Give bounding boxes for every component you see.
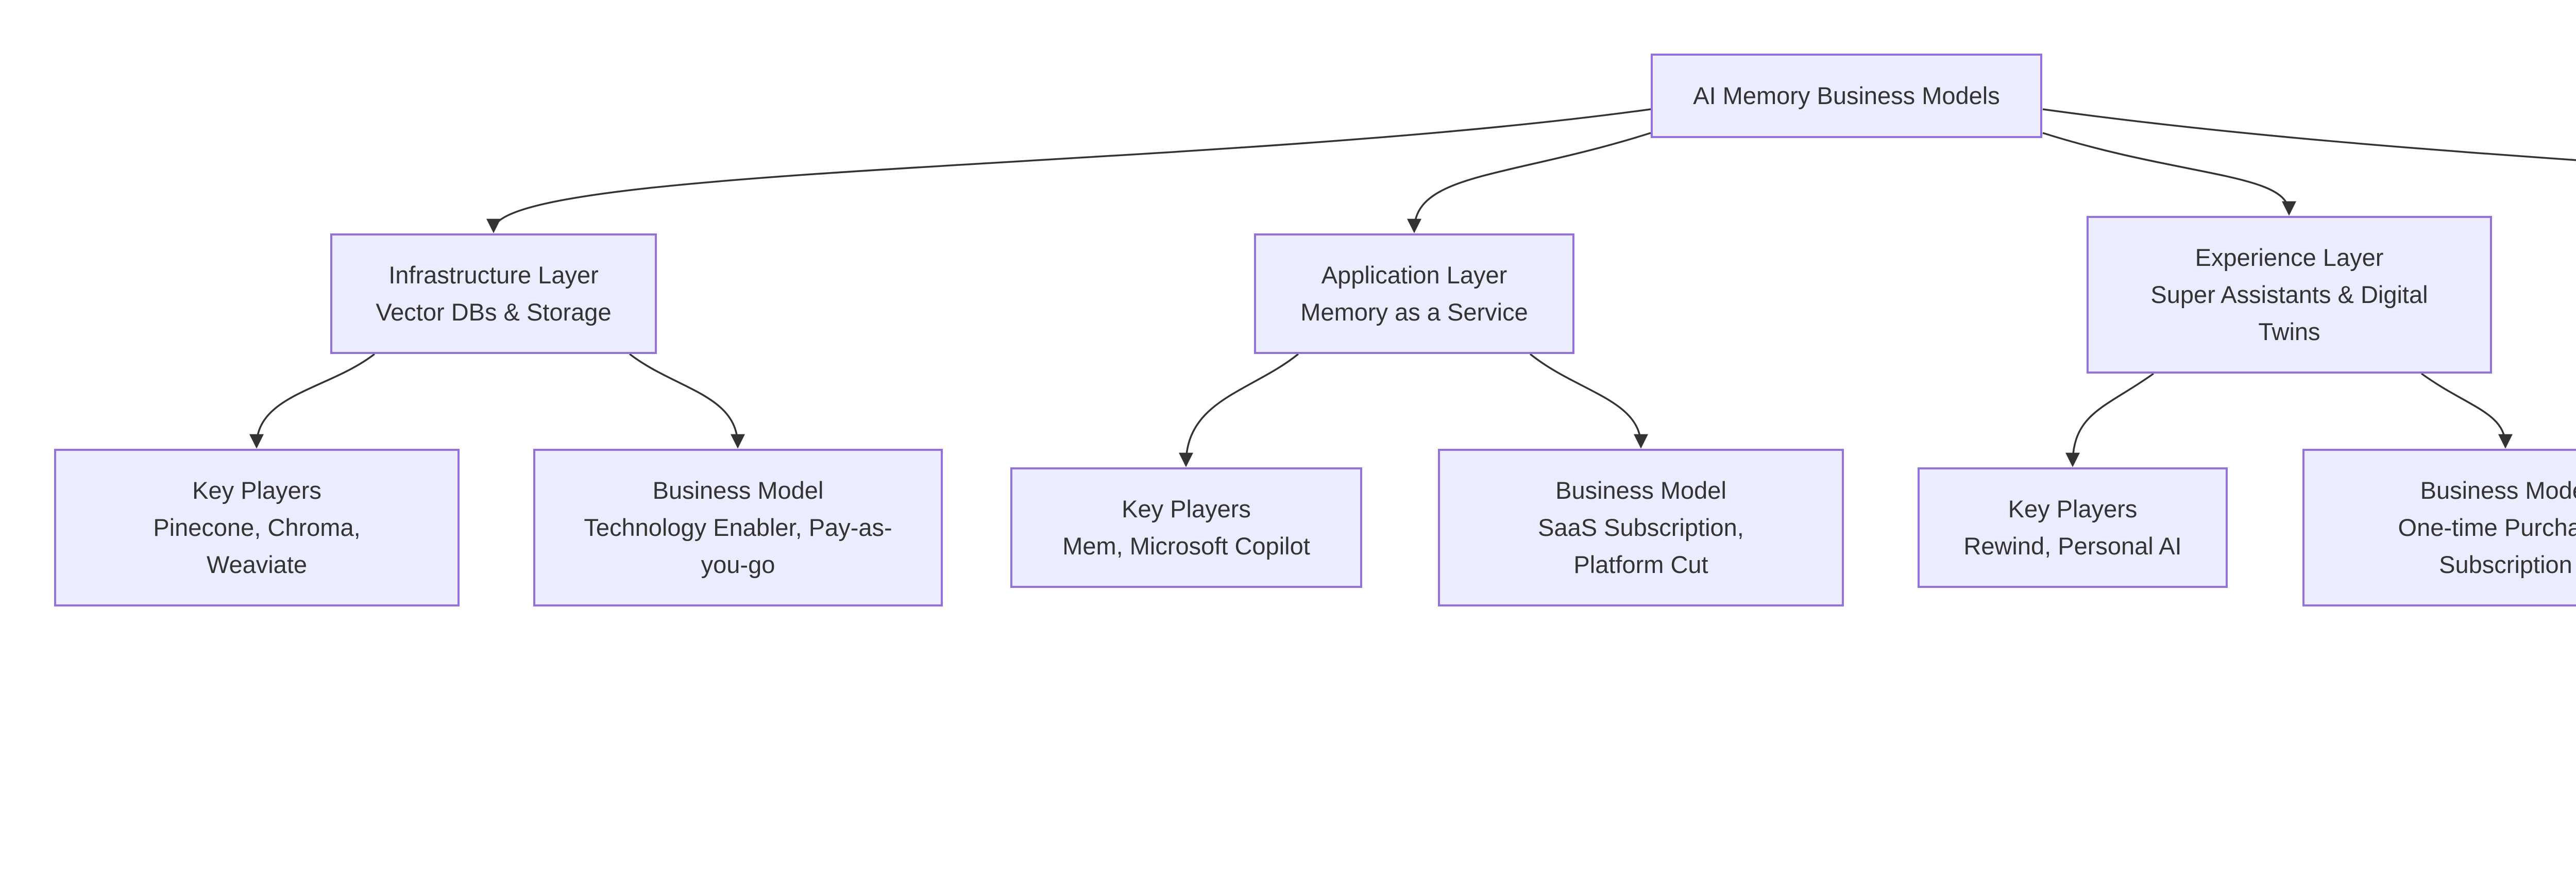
edge-root-experience [2042,132,2296,216]
edge-infrastructure-business-model [629,353,745,449]
node-infrastructure-business-model: Business Model Technology Enabler, Pay-a… [533,449,943,606]
node-text-line: Business Model [652,477,824,504]
node-text-line: you-go [701,551,775,578]
edge-application-business-model [1529,353,1648,449]
node-text-line: Rewind, Personal AI [1963,532,2182,560]
node-text-line: Super Assistants & Digital [2150,281,2428,308]
node-text-line: Experience Layer [2195,244,2384,271]
node-experience-key-players: Key Players Rewind, Personal AI [1918,467,2228,588]
edge-application-key-players [1179,353,1299,467]
node-text-line: Memory as a Service [1300,298,1528,326]
node-infrastructure-layer: Infrastructure Layer Vector DBs & Storag… [330,233,657,354]
node-text-line: Key Players [1122,495,1251,522]
edge-root-infrastructure [486,108,1651,233]
node-experience-layer: Experience Layer Super Assistants & Digi… [2087,216,2492,374]
edge-root-ecosystem [2042,108,2576,161]
node-application-business-model: Business Model SaaS Subscription, Platfo… [1438,449,1844,606]
node-application-layer: Application Layer Memory as a Service [1254,233,1574,354]
node-text-line: AI Memory Business Models [1693,82,2000,109]
node-text-line: Weaviate [206,551,308,578]
node-text-line: Vector DBs & Storage [376,298,612,326]
node-text-line: Twins [2258,318,2320,345]
node-text-line: Infrastructure Layer [388,261,599,289]
edge-experience-key-players [2065,373,2155,467]
node-text-line: Pinecone, Chroma, [153,514,361,541]
edge-experience-business-model [2420,373,2513,449]
node-infrastructure-key-players: Key Players Pinecone, Chroma, Weaviate [54,449,460,606]
node-text-line: Application Layer [1321,261,1507,289]
node-ai-memory-business-models: AI Memory Business Models [1651,54,2042,138]
node-text-line: Key Players [192,477,321,504]
node-text-line: Technology Enabler, Pay-as- [584,514,892,541]
edge-root-application [1407,132,1651,233]
node-text-line: One-time Purchase, [2398,514,2576,541]
node-text-line: Business Model [2420,477,2576,504]
node-text-line: Key Players [2008,495,2138,522]
edge-infrastructure-key-players [249,353,376,449]
node-experience-business-model: Business Model One-time Purchase, Subscr… [2302,449,2576,606]
node-text-line: Business Model [1555,477,1726,504]
node-text-line: Platform Cut [1573,551,1708,578]
node-text-line: Mem, Microsoft Copilot [1062,532,1310,560]
node-text-line: Subscription [2439,551,2572,578]
node-application-key-players: Key Players Mem, Microsoft Copilot [1010,467,1362,588]
node-text-line: SaaS Subscription, [1538,514,1744,541]
